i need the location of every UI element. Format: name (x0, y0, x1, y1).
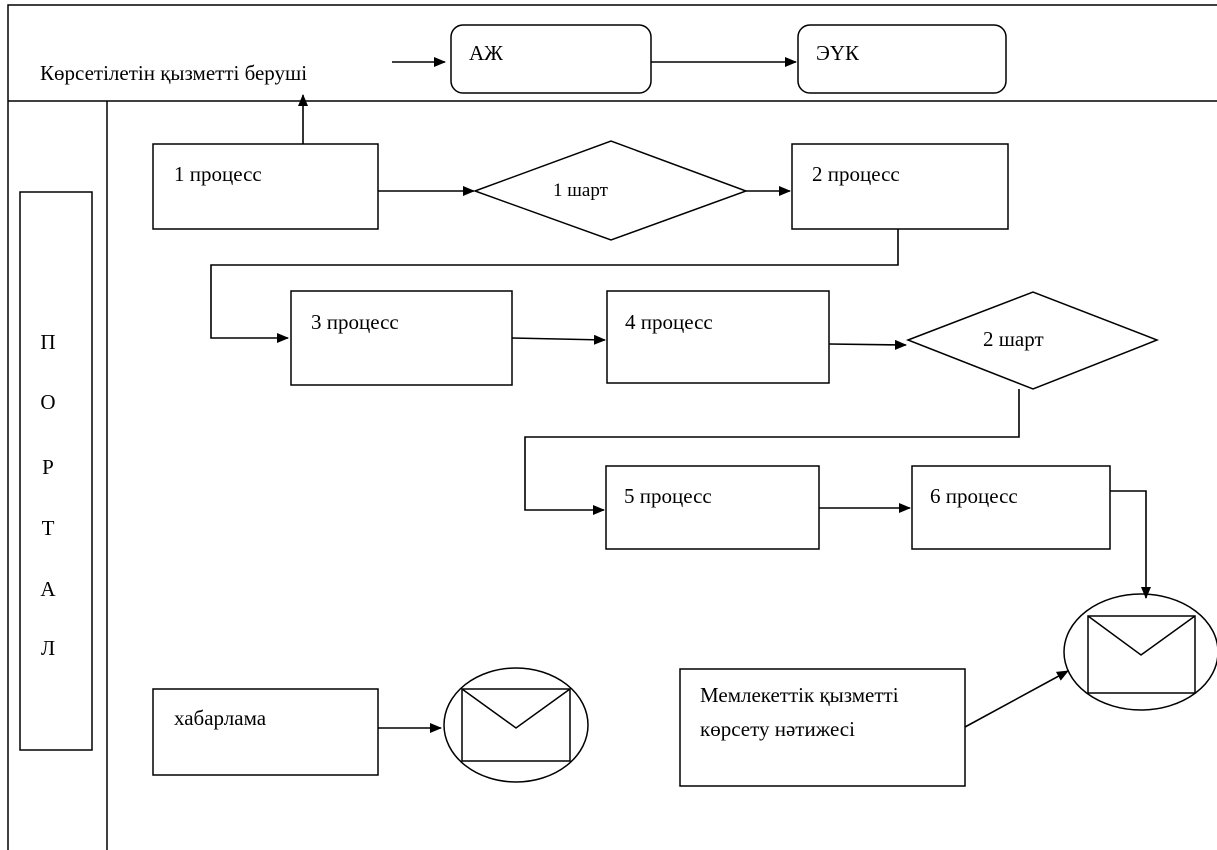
result-label: Мемлекеттік қызметті көрсету нәтижесі (700, 683, 899, 741)
process-5-label: 5 процесс (624, 484, 712, 508)
arrow-cond2-to-process5 (524, 389, 1020, 515)
provider-label: Көрсетілетін қызметті беруші (40, 61, 308, 85)
process-3-box (290, 290, 513, 386)
azh-box (450, 24, 652, 94)
condition-1-label: 1 шарт (553, 180, 608, 201)
portal-lane-box (19, 191, 93, 751)
notification-label: хабарлама (174, 706, 267, 730)
process-1-label: 1 процесс (174, 162, 262, 186)
arrow-process6-to-envelope (1110, 490, 1151, 599)
notification-box (152, 688, 379, 776)
condition-2-label: 2 шарт (983, 327, 1044, 351)
process-6-box (911, 465, 1111, 550)
arrow-process4-to-cond2 (828, 339, 907, 350)
portal-letter: Т (41, 516, 55, 540)
arrow-result-to-envelope (964, 670, 1069, 728)
process-2-box (791, 143, 1009, 230)
euk-label: ЭҮК (816, 41, 860, 65)
portal-letter: О (40, 390, 56, 414)
process-3-label: 3 процесс (311, 310, 399, 334)
result-box (679, 668, 966, 787)
arrow-process2-to-process3 (210, 229, 899, 343)
process-4-box (606, 290, 830, 384)
envelope-icon (1063, 593, 1217, 711)
arrow-process3-to-process4 (511, 334, 606, 345)
process-1-box (152, 143, 379, 230)
process-6-label: 6 процесс (930, 484, 1018, 508)
process-4-label: 4 процесс (625, 310, 713, 334)
portal-letter: А (40, 577, 56, 601)
condition-2-diamond (905, 291, 1160, 390)
portal-letter: Р (42, 455, 54, 479)
process-2-label: 2 процесс (812, 162, 900, 186)
portal-letter: П (40, 330, 56, 354)
euk-box (797, 24, 1007, 94)
condition-1-diamond (472, 140, 749, 241)
outer-frame (7, 4, 1217, 850)
portal-letter: Л (40, 636, 56, 660)
azh-label: АЖ (469, 41, 503, 65)
envelope-icon (443, 667, 589, 783)
